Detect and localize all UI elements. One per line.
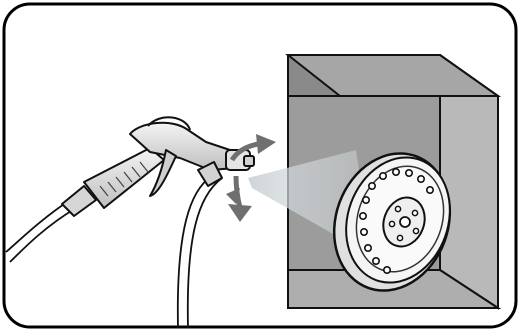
spray-cleaning-illustration bbox=[0, 0, 520, 331]
illustration-frame bbox=[0, 0, 520, 331]
